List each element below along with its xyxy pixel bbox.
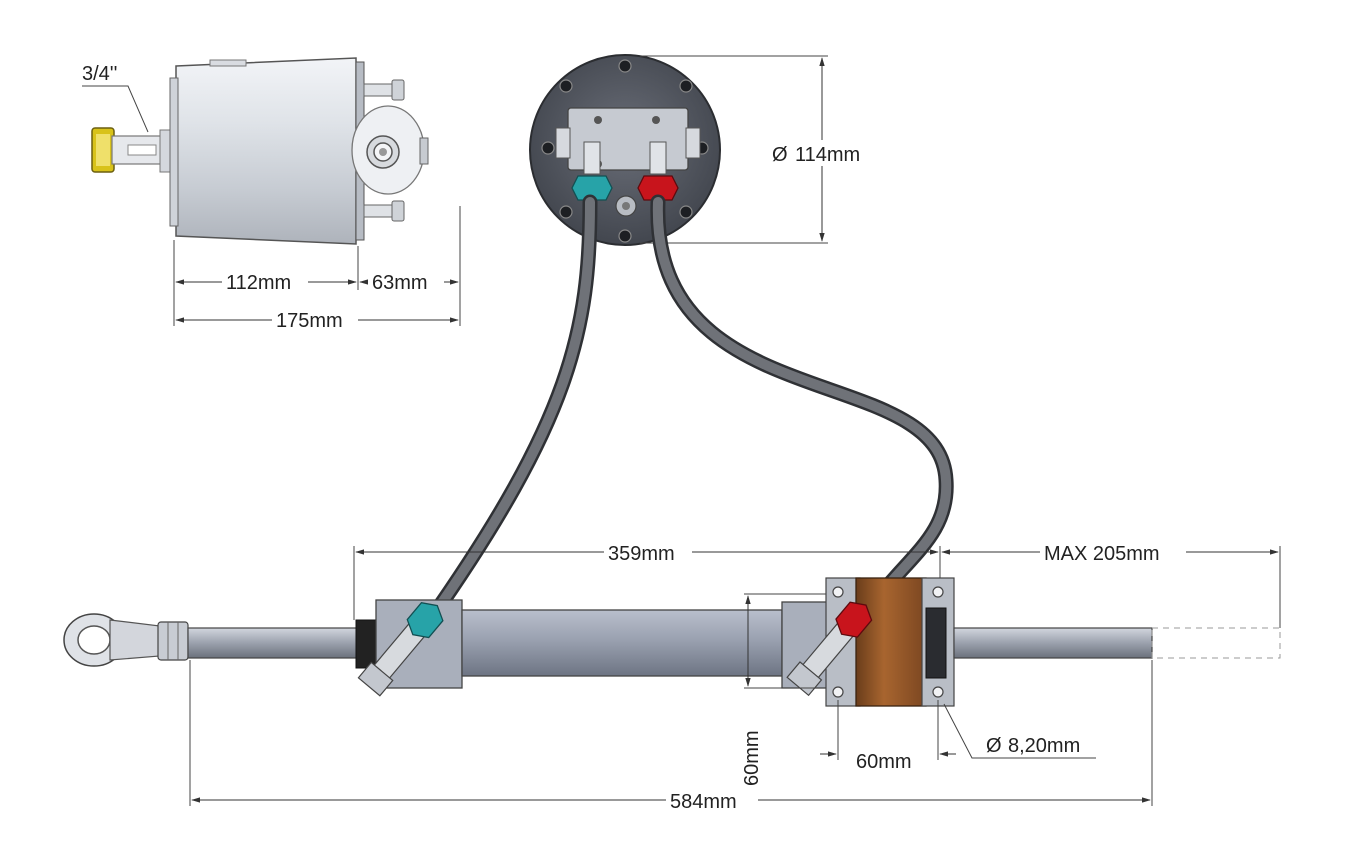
piston-rod-left	[187, 627, 359, 659]
shaft-size-label: 3/4''	[82, 63, 117, 85]
steering-cylinder	[63, 577, 1281, 707]
mount-hole-top-right	[932, 586, 944, 598]
mount-hole-bottom-left	[832, 686, 844, 698]
diameter-symbol-114: Ø	[772, 144, 788, 166]
overall-length-label: 584mm	[670, 791, 737, 813]
helm-diameter-label: 114mm	[795, 144, 860, 166]
mount-height-label: 60mm	[741, 730, 763, 786]
shaft-size-callout: 3/4''	[82, 63, 149, 133]
cylinder-dimensions: 359mm MAX 205mm 60mm 60mm Ø 8,20mm 584mm	[189, 540, 1281, 813]
helm-total-length-label: 175mm	[276, 310, 343, 332]
rod-extended-ghost	[1151, 627, 1281, 659]
helm-fitting-top	[363, 83, 393, 97]
cylinder-barrel	[461, 609, 783, 677]
hole-diameter-label: 8,20mm	[1008, 735, 1080, 757]
mount-hole-bottom-right	[932, 686, 944, 698]
hydraulic-hoses	[422, 194, 954, 628]
teal-port-fitting-top	[571, 175, 613, 201]
rod-end-eye	[63, 613, 189, 667]
helm-body	[175, 57, 357, 245]
helm-dimensions: 112mm 63mm 175mm	[173, 206, 461, 332]
mount-bracket	[855, 577, 927, 707]
cylinder-port-left	[357, 601, 444, 697]
helm-front-view	[529, 54, 721, 246]
helm-diameter-dimension: Ø 114mm	[640, 55, 882, 244]
helm-side-view	[91, 57, 429, 245]
hose-right	[650, 194, 954, 628]
red-port-fitting-top	[637, 175, 679, 201]
hose-left	[422, 194, 598, 628]
helm-fitting-bottom	[363, 204, 393, 218]
mount-width-label: 60mm	[856, 751, 912, 773]
helm-rear-length-label: 63mm	[372, 272, 428, 294]
helm-body-length-label: 112mm	[226, 272, 291, 294]
piston-rod-right	[953, 627, 1153, 659]
cylinder-port-right	[786, 601, 873, 697]
max-stroke-label: MAX 205mm	[1044, 543, 1160, 565]
mount-hole-top-left	[832, 586, 844, 598]
diameter-symbol-hole: Ø	[986, 735, 1002, 757]
cylinder-length-label: 359mm	[608, 543, 675, 565]
